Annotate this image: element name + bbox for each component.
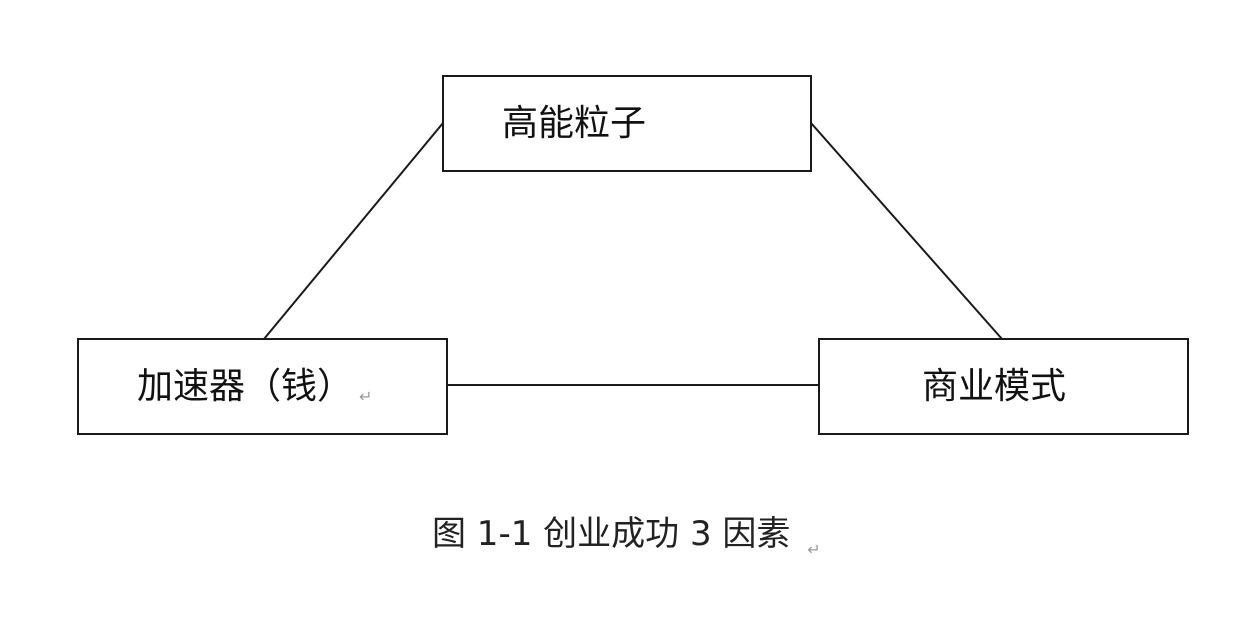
- node-accelerator-money: 加速器（钱） ↵: [77, 338, 448, 435]
- connector-top-left: [263, 122, 444, 340]
- node-high-energy-particle: 高能粒子: [442, 75, 812, 172]
- node-business-model: 商业模式: [818, 338, 1189, 435]
- caption-text: 图 1-1 创业成功 3 因素: [432, 514, 791, 554]
- node-label: 商业模式: [922, 365, 1067, 407]
- node-label: 加速器（钱）: [137, 365, 354, 407]
- paragraph-mark-icon: ↵: [807, 540, 821, 559]
- connector-top-right: [810, 122, 1003, 340]
- paragraph-mark-icon: ↵: [359, 386, 373, 406]
- figure-caption: 图 1-1 创业成功 3 因素 ↵: [432, 514, 821, 558]
- node-label: 高能粒子: [502, 102, 647, 144]
